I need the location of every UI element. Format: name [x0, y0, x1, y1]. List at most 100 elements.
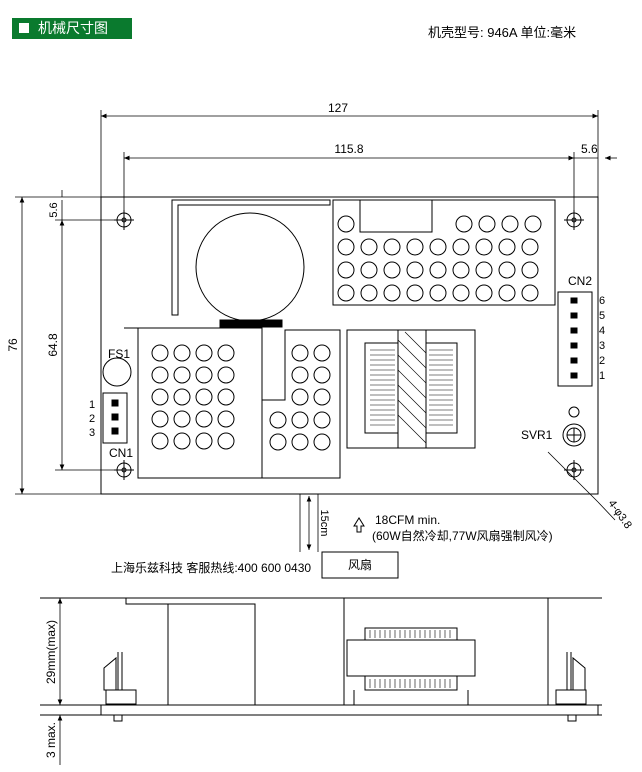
component-circle	[313, 366, 331, 384]
svr1-small-circle	[568, 406, 580, 418]
airflow-rate: 18CFM min.	[375, 513, 440, 527]
component-circle	[217, 366, 235, 384]
component-circle	[383, 238, 401, 256]
component-circle	[217, 410, 235, 428]
component-circle	[173, 344, 191, 362]
component-circle	[521, 238, 539, 256]
component-circle	[313, 388, 331, 406]
dim-right-offset: 5.6	[581, 142, 598, 156]
component-circle	[383, 261, 401, 279]
component-circle	[452, 284, 470, 302]
dim-fan-distance: 15cm	[318, 510, 330, 537]
component-grid	[151, 215, 542, 451]
capacitor	[195, 212, 305, 322]
mount-hole	[564, 460, 584, 480]
section-title: 机械尺寸图	[38, 20, 108, 36]
side-transformer-hatch	[369, 630, 451, 688]
component-circle	[313, 411, 331, 429]
cn2-pin: 2	[599, 355, 605, 367]
dim-height-max: 29mm(max)	[44, 620, 58, 684]
cn2-pin: 1	[599, 370, 605, 382]
component-circle	[475, 261, 493, 279]
component-circle	[291, 366, 309, 384]
component-circle	[406, 261, 424, 279]
component-circle	[498, 238, 516, 256]
label-cn2: CN2	[568, 274, 592, 288]
svr1-pot	[562, 423, 586, 447]
top-view	[100, 196, 599, 495]
component-circle	[195, 432, 213, 450]
component-circle	[291, 344, 309, 362]
component-circle	[313, 433, 331, 451]
component-circle	[521, 261, 539, 279]
component-circle	[360, 261, 378, 279]
component-circle	[360, 238, 378, 256]
component-circle	[291, 433, 309, 451]
component-circle	[521, 284, 539, 302]
component-circle	[217, 388, 235, 406]
component-circle	[313, 344, 331, 362]
component-circle	[429, 284, 447, 302]
connector-cn1	[102, 392, 128, 444]
fan-box	[321, 551, 399, 579]
component-circle	[151, 366, 169, 384]
component-circle	[269, 433, 287, 451]
component-circle	[291, 388, 309, 406]
component-circle	[406, 284, 424, 302]
component-circle	[195, 410, 213, 428]
dim-top-offset: 5.6	[48, 202, 60, 217]
mount-hole	[564, 210, 584, 230]
component-circle	[524, 215, 542, 233]
component-circle	[217, 344, 235, 362]
airflow-note: (60W自然冷却,77W风扇强制风冷)	[372, 528, 553, 543]
component-circle	[151, 344, 169, 362]
dimension-lines	[15, 110, 617, 521]
transformer-bobbin	[397, 329, 427, 449]
component-circle	[195, 344, 213, 362]
component-circle	[501, 215, 519, 233]
label-fs1: FS1	[108, 347, 130, 361]
component-circle	[173, 366, 191, 384]
fuse-fs1	[102, 357, 132, 387]
heatsink-bracket	[171, 199, 331, 316]
component-circle	[337, 215, 355, 233]
component-circle	[337, 284, 355, 302]
component-circle	[151, 432, 169, 450]
component-circle	[291, 411, 309, 429]
airflow-arrow-icon	[353, 517, 365, 533]
component-circle	[173, 388, 191, 406]
section-title-tag: 机械尺寸图	[12, 18, 132, 39]
fan-label: 风扇	[348, 557, 372, 572]
component-circle	[195, 388, 213, 406]
cn1-pin: 2	[89, 413, 95, 425]
dim-bottom-max: 3 max.	[44, 722, 58, 758]
component-circle	[195, 366, 213, 384]
dim-hole-span: 115.8	[334, 142, 363, 156]
component-circle	[475, 284, 493, 302]
component-circle	[173, 410, 191, 428]
square-icon	[19, 23, 29, 33]
component-circle	[406, 238, 424, 256]
cn2-pin: 4	[599, 325, 605, 337]
component-circle	[452, 261, 470, 279]
middle-block	[262, 329, 341, 479]
side-view	[40, 597, 602, 722]
component-circle	[173, 432, 191, 450]
component-circle	[217, 432, 235, 450]
fan-distance	[299, 494, 319, 552]
dim-overall-height: 76	[6, 338, 20, 352]
top-right-block	[332, 199, 556, 306]
component-circle	[498, 284, 516, 302]
component-circle	[360, 284, 378, 302]
pcb-outline	[100, 196, 599, 495]
component-circle	[498, 261, 516, 279]
left-block	[137, 327, 263, 479]
model-info: 机壳型号: 946A 单位:毫米	[428, 25, 577, 40]
hotline-text: 上海乐兹科技 客服热线:400 600 0430	[111, 560, 311, 575]
top-right-tab	[359, 199, 433, 233]
dim-overall-width: 127	[328, 101, 348, 115]
label-svr1: SVR1	[521, 428, 553, 442]
cn1-pin: 1	[89, 399, 95, 411]
component-circle	[429, 261, 447, 279]
